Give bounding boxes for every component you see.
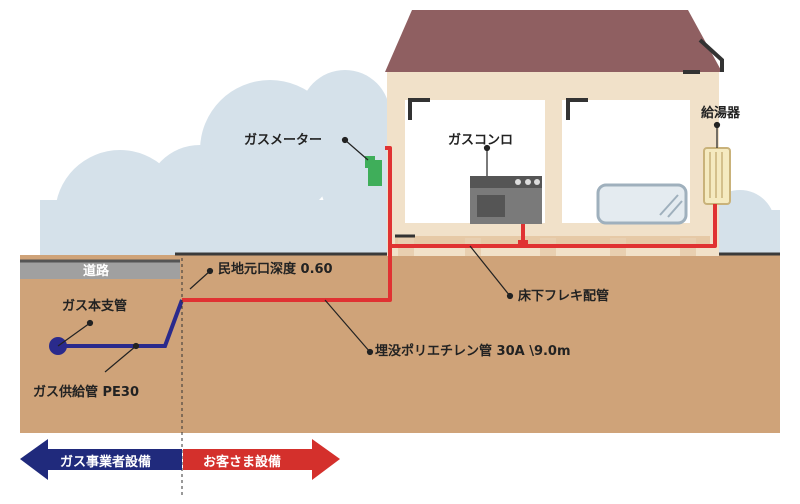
gas-stove-icon bbox=[470, 176, 542, 224]
road-surface bbox=[20, 262, 180, 279]
road-label: 道路 bbox=[83, 264, 110, 279]
main-pipe-label: ガス本支管 bbox=[62, 299, 128, 314]
gas-meter-label: ガスメーター bbox=[244, 133, 323, 148]
gas-company-arrow-label: ガス事業者設備 bbox=[60, 455, 152, 470]
gas-company-arrow bbox=[20, 439, 182, 480]
water-heater-icon bbox=[703, 147, 731, 205]
buried-pipe-label: 埋没ポリエチレン管 30A \9.0m bbox=[375, 344, 571, 359]
customer-arrow-label: お客さま設備 bbox=[203, 455, 282, 470]
roof bbox=[385, 10, 722, 72]
water-heater-label: 給湯器 bbox=[701, 106, 741, 121]
gas-supply-pipe bbox=[58, 299, 184, 348]
private-depth-label: 民地元口深度 0.60 bbox=[218, 262, 333, 277]
bathtub-icon bbox=[596, 183, 688, 225]
underfloor-pipe-label: 床下フレキ配管 bbox=[518, 289, 610, 304]
customer-arrow bbox=[183, 439, 340, 480]
gas-meter-icon bbox=[365, 156, 382, 186]
gas-stove-label: ガスコンロ bbox=[448, 133, 514, 148]
leader-lines bbox=[57, 121, 721, 373]
supply-pipe-label: ガス供給管 PE30 bbox=[33, 385, 140, 400]
